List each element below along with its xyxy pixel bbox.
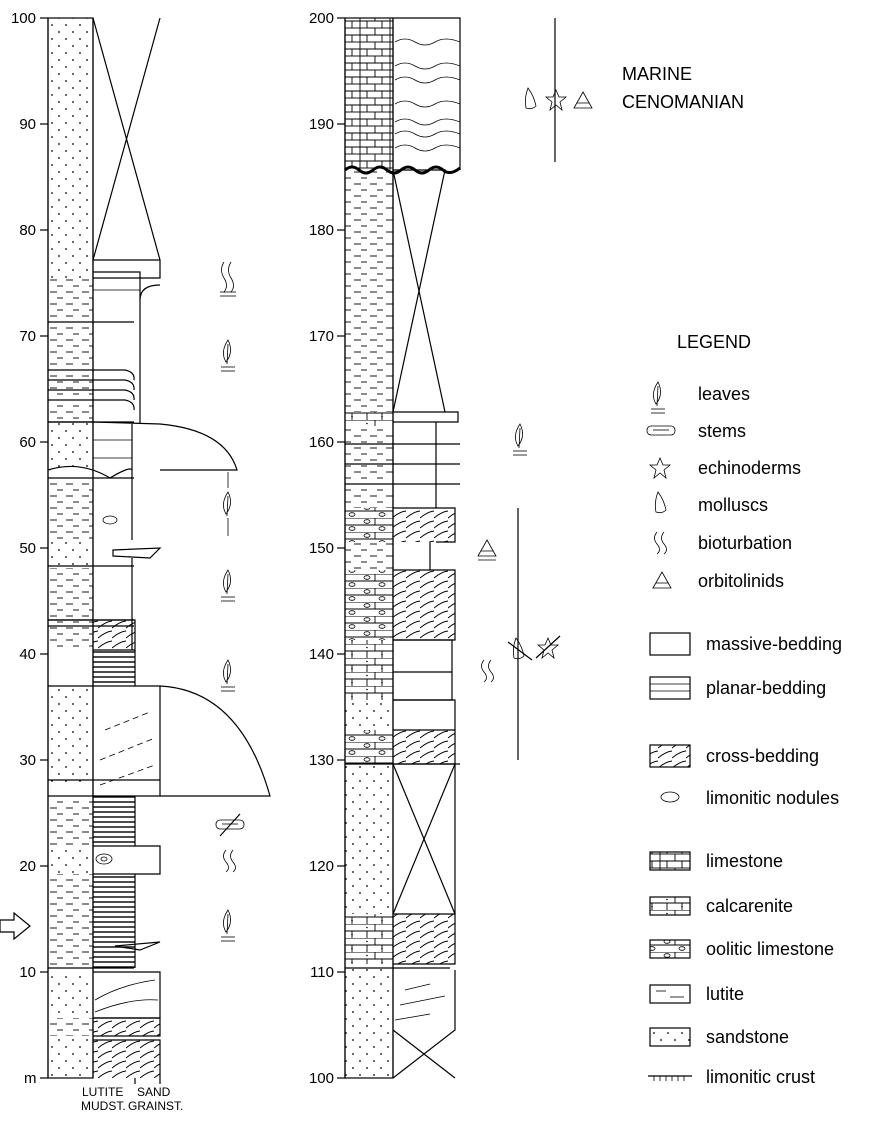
legend-label-cross-bedding: cross-bedding (706, 746, 819, 766)
massive-bedding-icon (650, 633, 690, 655)
leaves-icon (221, 340, 235, 371)
legend-label-sandstone: sandstone (706, 1027, 789, 1047)
lutite-icon (650, 985, 690, 1003)
legend-label-planar-bedding: planar-bedding (706, 678, 826, 698)
left-lithology-column (48, 18, 93, 1078)
left-tick-label: 30 (19, 752, 36, 769)
molluscs-icon (525, 88, 536, 109)
legend-label-orbitolinids: orbitolinids (698, 571, 784, 591)
right-tick-label: 140 (309, 646, 334, 663)
stems-icon (216, 814, 244, 836)
limonitic-nodule-mark (103, 516, 117, 524)
left-tick-label: 50 (19, 540, 36, 557)
right-lithology-column (345, 18, 393, 1078)
limonitic-nodule-mark (96, 854, 112, 864)
left-tick-label: 40 (19, 646, 36, 663)
depth-unit-label: m (24, 1070, 37, 1087)
left-tick-label: 70 (19, 328, 36, 345)
grain-label-mudstone: MUDST. (81, 1099, 126, 1113)
marine-label: MARINE (622, 64, 692, 84)
leaves-icon (221, 910, 235, 941)
legend-label-lutite: lutite (706, 984, 744, 1004)
grain-label-grainstone: GRAINST. (128, 1099, 183, 1113)
limonitic-crust-icon (648, 1076, 692, 1081)
legend-label-oolitic-limestone: oolitic limestone (706, 939, 834, 959)
legend-label-bioturbation: bioturbation (698, 533, 792, 553)
right-tick-label: 190 (309, 116, 334, 133)
legend-label-calcarenite: calcarenite (706, 896, 793, 916)
legend: LEGEND leaves stems echinoderms molluscs… (647, 332, 842, 1087)
leaves-icon (221, 570, 235, 601)
right-fossil-annotations (478, 88, 592, 682)
right-tick-label: 150 (309, 540, 334, 557)
right-tick-label: 160 (309, 434, 334, 451)
leaves-icon (223, 492, 230, 536)
cross-bedding-icon (650, 745, 690, 767)
left-tick-label: 100 (11, 10, 36, 27)
legend-title: LEGEND (677, 332, 751, 352)
left-axis-ticks (40, 18, 48, 1078)
limonitic-nodules-icon (661, 792, 679, 802)
legend-label-massive-bedding: massive-bedding (706, 634, 842, 654)
orbitolinids-icon (653, 572, 671, 588)
left-tick-label: 80 (19, 222, 36, 239)
oolitic-limestone-icon (650, 940, 690, 958)
left-tick-label: 10 (19, 964, 36, 981)
legend-label-limonitic-nodules: limonitic nodules (706, 788, 839, 808)
right-tick-label: 170 (309, 328, 334, 345)
right-tick-label: 130 (309, 752, 334, 769)
legend-label-echinoderms: echinoderms (698, 458, 801, 478)
left-tick-label: 20 (19, 858, 36, 875)
grain-label-sand: SAND (137, 1085, 171, 1099)
molluscs-icon (508, 638, 532, 660)
right-tick-label: 200 (309, 10, 334, 27)
marker-arrow-icon (0, 913, 30, 939)
cenomanian-label: CENOMANIAN (622, 92, 744, 112)
limestone-icon (650, 852, 690, 870)
right-tick-label: 100 (309, 1070, 334, 1087)
legend-label-molluscs: molluscs (698, 495, 768, 515)
bioturbation-icon (224, 850, 236, 872)
legend-label-leaves: leaves (698, 384, 750, 404)
left-tick-label: 90 (19, 116, 36, 133)
calcarenite-icon (650, 897, 690, 915)
right-tick-label: 110 (310, 964, 334, 981)
left-tick-label: 60 (19, 434, 36, 451)
stems-icon (647, 426, 675, 435)
orbitolinids-icon (478, 540, 496, 560)
leaves-icon (651, 382, 665, 413)
left-log-column: m 10 20 30 40 50 60 70 80 90 100 (0, 10, 270, 1113)
legend-label-limonitic-crust: limonitic crust (706, 1067, 815, 1087)
right-tick-label: 180 (309, 222, 334, 239)
orbitolinids-icon (574, 92, 592, 108)
planar-bedding-icon (650, 677, 690, 699)
right-tick-label: 120 (309, 858, 334, 875)
leaves-icon (221, 660, 235, 691)
sandstone-icon (650, 1028, 690, 1046)
bioturbation-icon (220, 262, 236, 296)
legend-label-limestone: limestone (706, 851, 783, 871)
echinoderms-icon (536, 636, 560, 658)
molluscs-icon (655, 492, 666, 513)
legend-label-stems: stems (698, 421, 746, 441)
left-fossil-annotations (216, 262, 244, 941)
bioturbation-icon (655, 532, 667, 554)
echinoderms-icon (650, 458, 670, 478)
right-axis-ticks (337, 18, 345, 1078)
grain-label-lutite: LUTITE (82, 1085, 123, 1099)
right-log-column: 100 110 120 130 140 150 160 170 180 190 … (309, 10, 744, 1087)
leaves-icon (513, 424, 527, 455)
echinoderms-icon (546, 90, 566, 110)
bioturbation-icon (482, 660, 494, 682)
